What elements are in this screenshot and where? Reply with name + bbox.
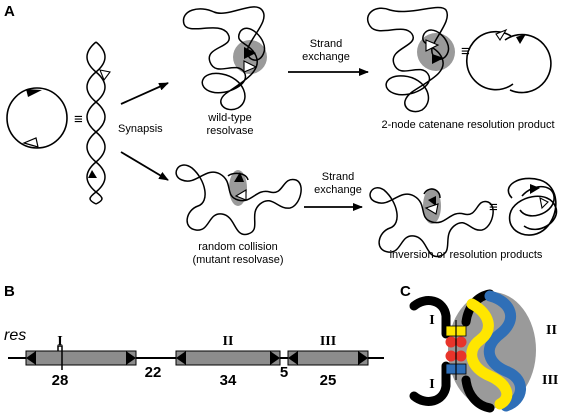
res-site-open-triangle — [22, 137, 39, 148]
panel-c-site-III-label: III — [542, 373, 558, 388]
panel-c-label: C — [400, 283, 411, 300]
equivalence-sign-1: ≡ — [74, 111, 83, 128]
panel-a-label: A — [4, 3, 15, 20]
res-label: res — [4, 327, 26, 344]
equivalence-sign-3: ≡ — [489, 199, 498, 216]
plectoneme-filled-triangle — [88, 170, 97, 178]
strand-exchange-bottom-line1: Strand — [322, 171, 354, 183]
res-site-filled-triangle — [26, 89, 42, 97]
wild-type-label-line1: wild-type — [207, 112, 251, 124]
site-I-crossover-mark — [57, 345, 63, 370]
catenane-product — [465, 28, 552, 94]
wt-open-triangle — [243, 60, 258, 73]
panel-c-site-II-label: II — [546, 323, 557, 338]
wt-filled-triangle — [244, 47, 256, 59]
random-collision-label-line1: random collision — [198, 241, 277, 253]
equivalence-sign-2: ≡ — [461, 43, 470, 60]
synapsis-arrow-up — [120, 82, 169, 105]
wild-type-synaptosome — [182, 6, 267, 111]
site-I-label: I — [57, 334, 62, 349]
synaptosome-model — [409, 289, 536, 413]
strand-exchange-bottom-line2: exchange — [314, 184, 362, 196]
spacer-22: 22 — [145, 364, 162, 381]
strand-exchange-top-line2: exchange — [302, 51, 350, 63]
post-exchange-synaptosome — [367, 6, 455, 113]
post-exchange-random-synapse — [369, 187, 494, 258]
synapsis-label: Synapsis — [118, 123, 163, 135]
site-II-label: II — [223, 334, 234, 349]
wild-type-label-line2: resolvase — [206, 125, 253, 137]
panel-c-site-I-label: I — [429, 313, 434, 328]
spacer-5: 5 — [280, 364, 288, 381]
site-III-label: III — [320, 334, 336, 349]
substrate-circle — [6, 87, 68, 149]
knot-product — [507, 177, 558, 236]
panel-c-site-I-label-lower: I — [429, 377, 434, 392]
spacer-28: 28 — [52, 372, 69, 389]
site-II — [175, 350, 281, 366]
random-collision-synapse — [175, 164, 302, 236]
panel-b-label: B — [4, 283, 15, 300]
strand-exchange-top-line1: Strand — [310, 38, 342, 50]
inversion-products-label: inversion or resolution products — [390, 249, 543, 261]
plectoneme-open-triangle — [99, 69, 111, 82]
synapsis-arrow-down — [120, 151, 169, 181]
random-collision-label-line2: (mutant resolvase) — [192, 254, 283, 266]
spacer-25: 25 — [320, 372, 337, 389]
site-III — [287, 350, 369, 366]
catenane-product-label: 2-node catenane resolution product — [381, 119, 554, 131]
plectonemic-supercoil — [86, 41, 111, 205]
site-I — [25, 345, 137, 370]
spacer-34: 34 — [220, 372, 237, 389]
